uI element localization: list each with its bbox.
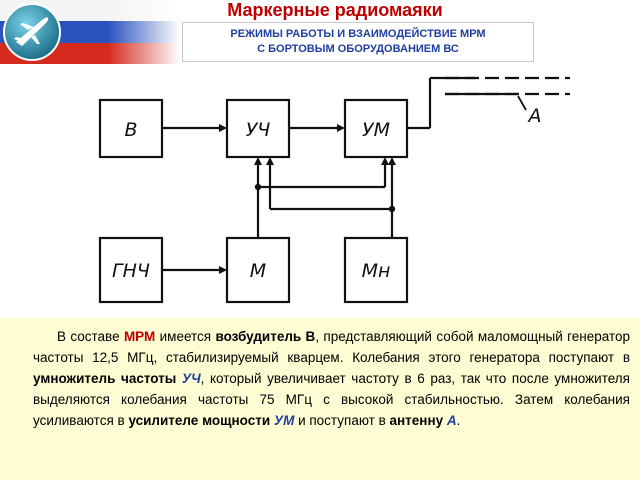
um-term: УМ [273, 413, 295, 428]
block-diagram: В УЧ УМ ГНЧ М Мн А [98, 76, 570, 304]
mrm-term: МРМ [123, 329, 156, 344]
text-segment: В составе [57, 329, 124, 344]
text-segment: . [456, 413, 461, 428]
block-um-label: УМ [362, 119, 390, 141]
exciter-term: возбудитель В [215, 329, 316, 344]
subtitle-line-2: С БОРТОВЫМ ОБОРУДОВАНИЕМ ВС [257, 43, 459, 55]
text-segment: и поступают в [294, 413, 390, 428]
block-mn-rect [343, 236, 409, 304]
block-uch-label: УЧ [246, 119, 271, 141]
multiplier-term: умножитель частоты [33, 371, 177, 386]
junction-dot [254, 183, 262, 191]
junction-dot [388, 205, 396, 213]
subtitle-box: РЕЖИМЫ РАБОТЫ И ВЗАИМОДЕЙСТВИЕ МРМ С БОР… [182, 22, 534, 62]
block-mn-label: Мн [362, 260, 391, 282]
amplifier-term: усилителе мощности [128, 413, 271, 428]
airplane-logo-icon [3, 3, 61, 61]
text-segment: имеется [155, 329, 216, 344]
antenna-pointer [517, 95, 527, 111]
description-panel: В составе МРМ имеется возбудитель В, пре… [0, 318, 640, 480]
uch-term: УЧ [181, 371, 201, 386]
block-b-label: В [124, 119, 137, 141]
antenna-term: антенну [389, 413, 444, 428]
antenna-label: А [527, 105, 542, 127]
text-segment: , который увеличивает частоту в 6 раз, т… [33, 371, 630, 428]
subtitle-line-1: РЕЖИМЫ РАБОТЫ И ВЗАИМОДЕЙСТВИЕ МРМ [230, 28, 486, 40]
page-title: Маркерные радиомаяки [227, 0, 443, 20]
a-term: А [446, 413, 457, 428]
block-m-label: М [250, 260, 266, 282]
text-segment: , представляющий собой маломощный генера… [33, 329, 631, 365]
description-paragraph: В составе МРМ имеется возбудитель В, пре… [33, 326, 630, 431]
block-gnch-label: ГНЧ [112, 260, 150, 282]
